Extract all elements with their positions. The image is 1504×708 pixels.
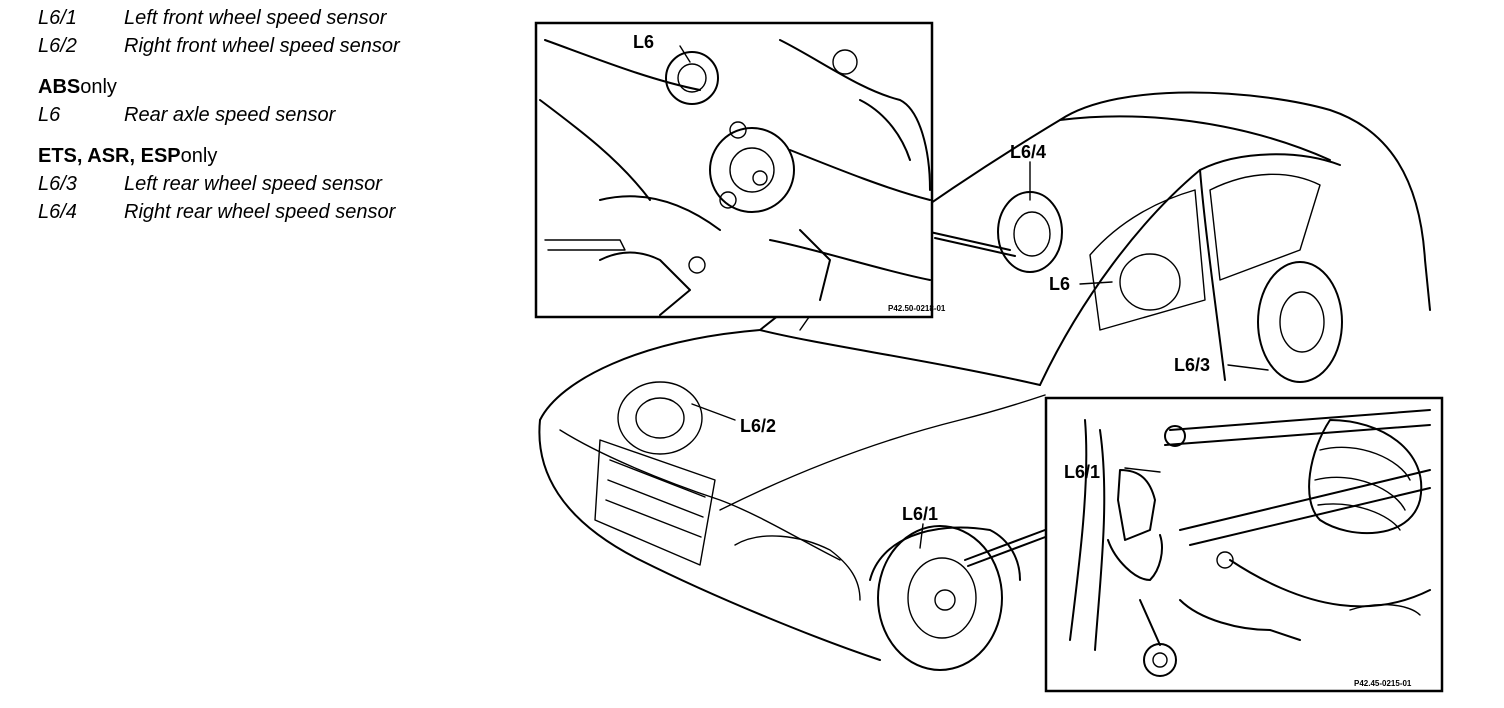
callout-label-l6-2: L6/2: [740, 416, 776, 436]
legend-description: Left front wheel speed sensor: [124, 6, 387, 29]
legend-row-l6-1: L6/1 Left front wheel speed sensor: [38, 4, 498, 32]
callout-label-l6-inset: L6: [633, 32, 654, 52]
legend-row-l6-3: L6/3 Left rear wheel speed sensor: [38, 170, 498, 198]
legend-description: Left rear wheel speed sensor: [124, 172, 382, 195]
callout-label-l6-1: L6/1: [902, 504, 938, 524]
legend-heading-ets: ETS, ASR, ESP only: [38, 142, 498, 170]
legend-row-l6-2: L6/2 Right front wheel speed sensor: [38, 32, 498, 60]
legend: L6/1 Left front wheel speed sensor L6/2 …: [38, 4, 498, 226]
callout-label-l6: L6: [1049, 274, 1070, 294]
inset-figure-code: P42.45-0215-01: [1354, 679, 1412, 688]
callout-label-l6-3: L6/3: [1174, 355, 1210, 375]
inset-figure-code: P42.50-0218-01: [888, 304, 946, 313]
callout-label-l6-1-inset: L6/1: [1064, 462, 1100, 482]
legend-heading-abs: ABS only: [38, 73, 498, 101]
heading-suffix: only: [80, 75, 117, 98]
legend-code: L6/4: [38, 200, 77, 223]
legend-code: L6: [38, 103, 61, 126]
heading-bold: ETS, ASR, ESP: [38, 144, 181, 167]
legend-code: L6/1: [38, 6, 77, 29]
callout-label-l6-4: L6/4: [1010, 142, 1046, 162]
legend-description: Right front wheel speed sensor: [124, 34, 400, 57]
heading-bold: ABS: [38, 75, 81, 98]
callout-leaders: [679, 45, 1269, 549]
heading-suffix: only: [180, 144, 218, 167]
legend-row-l6: L6 Rear axle speed sensor: [38, 101, 498, 129]
inset-front-wheel: P42.45-0215-01: [1044, 396, 1444, 693]
legend-description: Right rear wheel speed sensor: [124, 200, 396, 223]
legend-row-l6-4: L6/4 Right rear wheel speed sensor: [38, 198, 498, 226]
legend-code: L6/2: [38, 34, 77, 57]
legend-description: Rear axle speed sensor: [124, 103, 336, 126]
inset-rear-axle: P42.50-0218-01: [534, 21, 946, 319]
legend-code: L6/3: [38, 172, 77, 195]
